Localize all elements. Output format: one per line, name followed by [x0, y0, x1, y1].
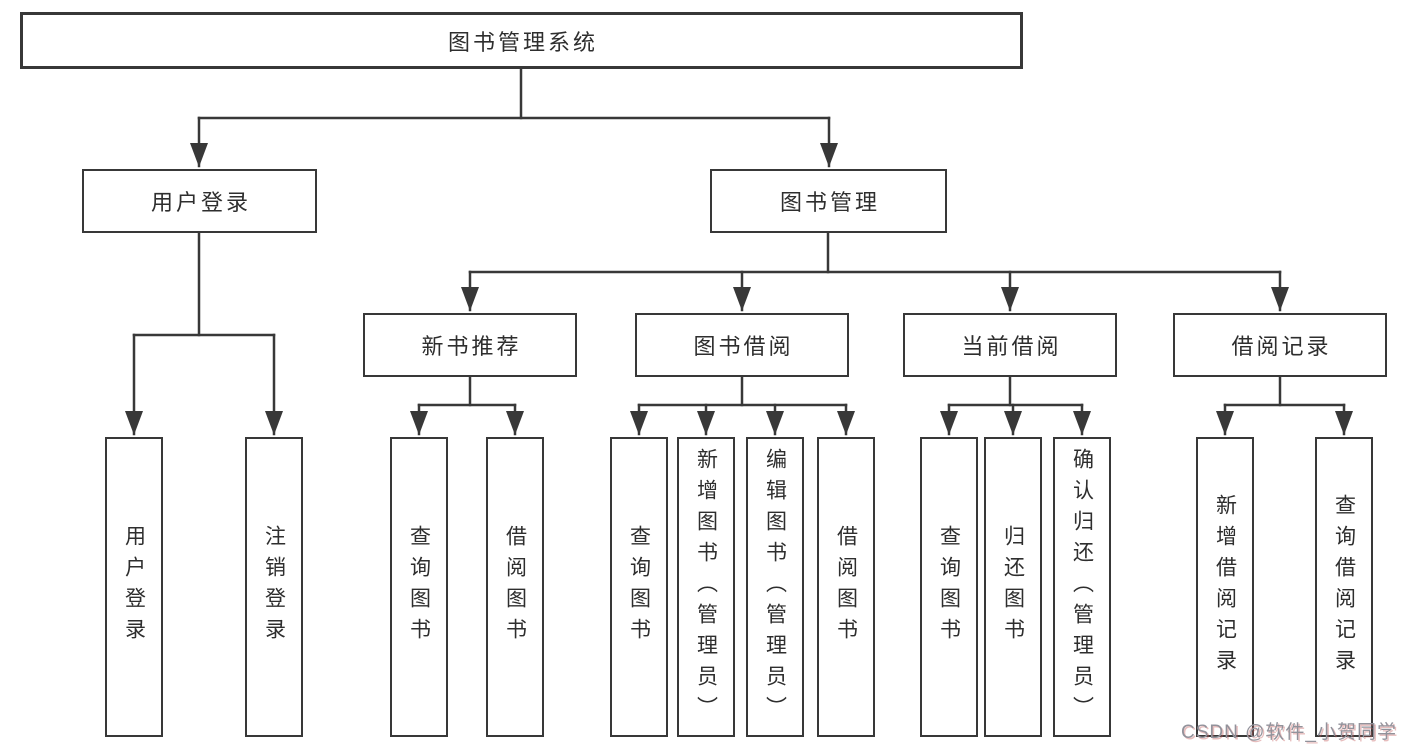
leaf-return-books: 归还图书: [984, 437, 1042, 737]
leaf-query-books-recommend: 查询图书: [390, 437, 448, 737]
node-label: 图书管理系统: [447, 29, 598, 55]
leaf-borrow-books-borrowing: 借阅图书: [817, 437, 875, 737]
leaf-edit-books-admin: 编辑图书（管理员）: [746, 437, 804, 737]
node-current-borrowing: 当前借阅: [903, 313, 1117, 377]
leaf-label: 借阅图书: [503, 525, 527, 649]
node-label: 图书管理: [779, 190, 880, 215]
node-label: 借阅记录: [1231, 334, 1332, 359]
node-label: 用户登录: [150, 190, 251, 215]
node-book-management: 图书管理: [710, 169, 947, 233]
leaf-label: 编辑图书（管理员）: [763, 447, 787, 727]
leaf-query-books-borrowing: 查询图书: [610, 437, 668, 737]
leaf-label: 查询图书: [937, 525, 961, 649]
node-borrowing-records: 借阅记录: [1173, 313, 1387, 377]
node-label: 图书借阅: [693, 334, 794, 359]
leaf-label: 注销登录: [262, 525, 286, 649]
node-new-book-recommendation: 新书推荐: [363, 313, 577, 377]
leaf-confirm-return-admin: 确认归还（管理员）: [1053, 437, 1111, 737]
leaf-query-books-current: 查询图书: [920, 437, 978, 737]
leaf-add-books-admin: 新增图书（管理员）: [677, 437, 735, 737]
leaf-query-borrow-record: 查询借阅记录: [1315, 437, 1373, 737]
leaf-label: 归还图书: [1001, 525, 1025, 649]
leaf-label: 新增图书（管理员）: [694, 447, 718, 727]
leaf-label: 用户登录: [122, 525, 146, 649]
node-label: 新书推荐: [421, 334, 522, 359]
leaf-borrow-books-recommend: 借阅图书: [486, 437, 544, 737]
leaf-label: 查询图书: [407, 525, 431, 649]
watermark: CSDN @软件_小贺同学: [1181, 722, 1397, 743]
node-library-management-system: 图书管理系统: [20, 12, 1023, 69]
leaf-label: 新增借阅记录: [1213, 494, 1237, 680]
node-user-login: 用户登录: [82, 169, 317, 233]
leaf-user-login: 用户登录: [105, 437, 163, 737]
node-label: 当前借阅: [961, 334, 1062, 359]
leaf-label: 确认归还（管理员）: [1070, 447, 1094, 727]
leaf-label: 查询借阅记录: [1332, 494, 1356, 680]
leaf-add-borrow-record: 新增借阅记录: [1196, 437, 1254, 737]
leaf-logout: 注销登录: [245, 437, 303, 737]
leaf-label: 查询图书: [627, 525, 651, 649]
node-book-borrowing: 图书借阅: [635, 313, 849, 377]
leaf-label: 借阅图书: [834, 525, 858, 649]
